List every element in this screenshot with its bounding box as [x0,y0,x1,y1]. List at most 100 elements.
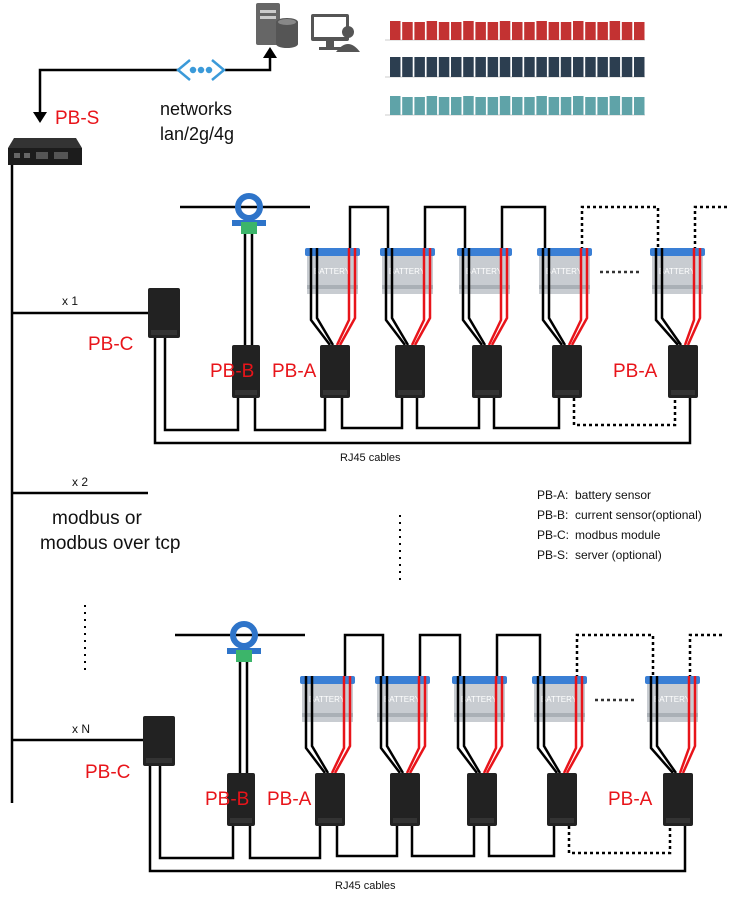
battery-label: BATTERY [384,695,421,704]
positive-cable [487,248,509,346]
networks-label-2: lan/2g/4g [160,124,234,144]
chart-bar [451,22,462,40]
chart-bar [585,97,596,115]
positive-cable [683,248,702,346]
battery-top [457,248,512,256]
battery-link-cable [418,633,462,678]
battery-top [380,248,435,256]
battery-stripe [652,285,703,289]
positive-cable [330,676,352,774]
battery-stripe [534,713,585,717]
sensor-module-icon [552,345,582,398]
battery-top [300,676,355,684]
sensor-module-icon [668,345,698,398]
chart-bar [438,22,450,40]
positive-cable [482,676,504,774]
chart-bar [487,57,499,77]
battery-link-cable [575,633,655,678]
battery-label: BATTERY [309,695,346,704]
pb-a-label: PB-A [608,789,653,810]
pb-c-label: PB-C [85,762,130,783]
chart-bar [548,97,560,115]
rj45-cable [410,826,476,858]
chart-bar [499,21,511,40]
server-database-icon [256,3,298,48]
battery-label: BATTERY [654,695,691,704]
pb-c-label: PB-C [88,334,133,355]
rj45-cable [148,766,687,873]
rj45-cable [158,766,235,860]
sensor-connector [323,390,347,395]
rj45-cable [415,398,481,430]
rj45-label: RJ45 cables [335,880,396,892]
sensor-terminal [241,222,257,234]
battery-label: BATTERY [314,267,351,276]
negative-cable [379,676,405,774]
negative-cable [456,676,482,774]
networks-label: networks [160,99,232,119]
chart-bar [585,22,596,40]
chart-bar [390,57,401,77]
sensor-connector [398,390,422,395]
chart-bar [597,97,608,115]
network-to-pbs-arrow [38,68,178,115]
battery-link-cable [500,205,547,250]
negative-cable [649,676,678,774]
battery-label: BATTERY [389,267,426,276]
battery-stripe [647,713,698,717]
negative-cable [304,676,330,774]
legend-value: current sensor(optional) [575,508,702,522]
sensor-connector [146,758,172,763]
battery-stripe [382,285,433,289]
pb-a-label: PB-A [272,361,317,382]
chart-bar [390,21,401,40]
negative-cable [541,248,567,346]
battery-top [452,676,507,684]
chart-bar [573,21,584,40]
sensor-connector [470,818,494,823]
chart-bar [512,97,523,115]
battery-top [650,248,705,256]
chart-bar [548,22,560,40]
sensor-connector [550,818,574,823]
positive-cable [335,248,357,346]
negative-cable [384,248,410,346]
chart-bar [438,57,450,77]
chart-bar [621,97,633,115]
battery-label: BATTERY [546,267,583,276]
pb-b-label: PB-B [205,789,249,810]
rj45-cable [487,826,556,858]
chart-bar [548,57,560,77]
chart-bar [512,57,523,77]
sensor-module-icon [472,345,502,398]
chart-bar [414,22,425,40]
sensor-module-icon [315,773,345,826]
chart-bar [597,57,608,77]
sensor-connector [318,818,342,823]
x2-label: x 2 [72,475,88,489]
rj45-cable [335,826,399,858]
sensor-module-icon [390,773,420,826]
sensor-module-icon [663,773,693,826]
chart-bar [524,22,535,40]
chart-bar [597,22,608,40]
chart-bar [402,97,413,115]
sensor-module-icon [227,773,255,826]
battery-icon: BATTERY [300,676,355,722]
chart-bar [438,97,450,115]
chart-bar [426,57,438,77]
chart-bar [560,22,572,40]
chart-bar [414,57,425,77]
chart-bar [524,57,535,77]
dashboard-charts [385,21,645,116]
sensor-module-icon [143,716,175,766]
chart-bar [475,22,486,40]
current-sensor-icon [227,621,261,662]
legend-key: PB-A: [537,488,568,502]
chart-bar [451,97,462,115]
chart-bar [402,22,413,40]
negative-cable [654,248,683,346]
chart-bar [487,22,499,40]
